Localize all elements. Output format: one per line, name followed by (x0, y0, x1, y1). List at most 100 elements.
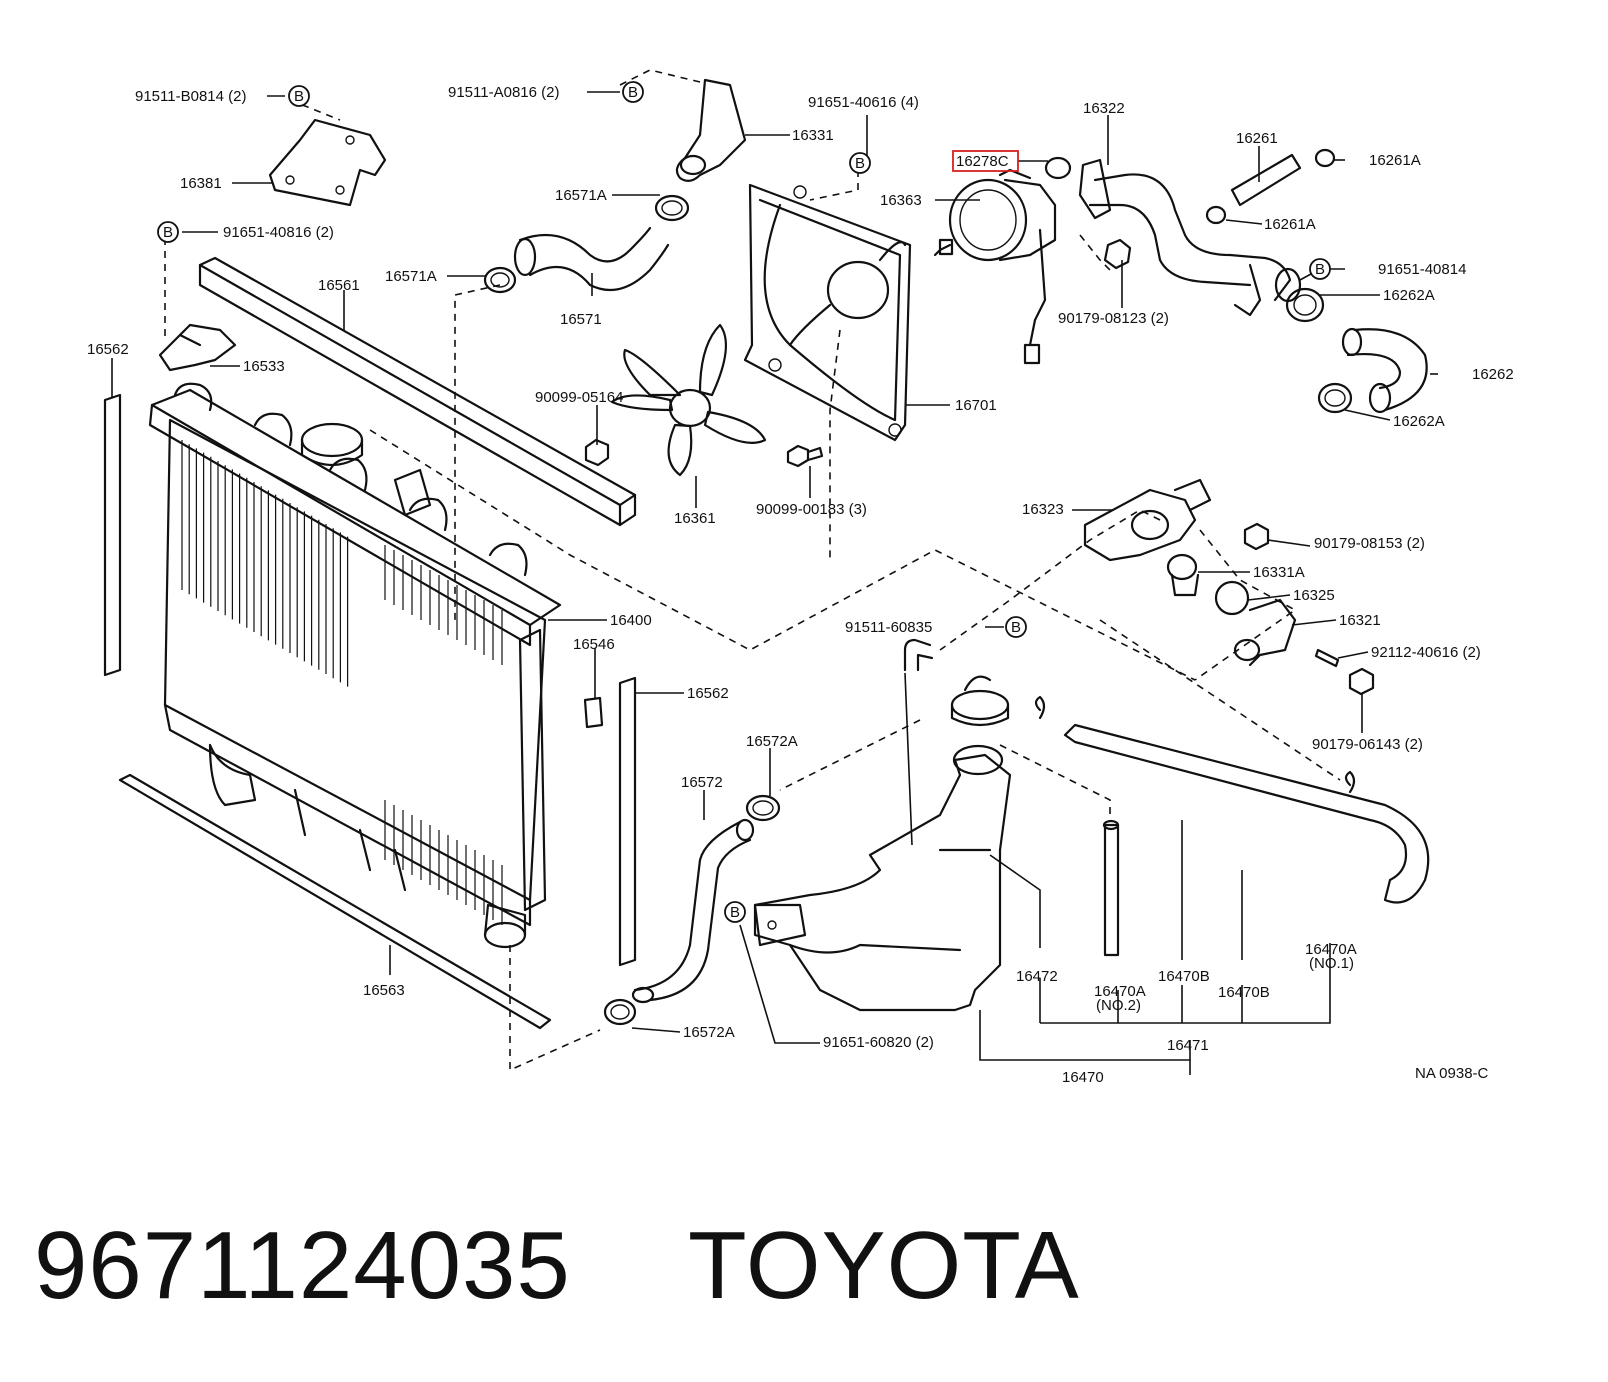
nut-90179-06143 (1348, 667, 1375, 696)
hose-16470A-no1 (1063, 723, 1430, 904)
b-marker: B (724, 901, 746, 923)
seal-16562-left (103, 393, 122, 677)
assembly-dashed-lines (164, 69, 1341, 1072)
clamp-16571A-upper (654, 194, 690, 222)
part-label: 16261A (1369, 152, 1421, 169)
b-marker: B (849, 152, 871, 174)
part-label: 16571A (555, 187, 607, 204)
hose-16262 (1341, 327, 1428, 414)
radiator-core-fins (181, 440, 503, 925)
part-label: 16572A (746, 733, 798, 750)
clamp-16261A-b (1205, 205, 1227, 225)
part-label: 90099-05164 (535, 389, 623, 406)
gasket-16325 (1214, 580, 1250, 616)
leader-lines (111, 91, 1438, 1075)
part-label: 16572A (683, 1024, 735, 1041)
fan-16361 (610, 323, 767, 477)
bolt-90099-00183 (786, 444, 824, 468)
part-label: 16331 (792, 127, 834, 144)
b-marker: B (288, 85, 310, 107)
svg-text:B: B (163, 224, 173, 241)
part-label: 16470A (1305, 941, 1357, 958)
part-label: 16325 (1293, 587, 1335, 604)
part-label: 16262 (1472, 366, 1514, 383)
svg-text:B: B (730, 904, 740, 921)
part-label: 16571A (385, 268, 437, 285)
ring-16278C (1044, 156, 1072, 180)
part-label: 16361 (674, 510, 716, 527)
part-label: 91511-60835 (845, 619, 932, 636)
part-label: 16331A (1253, 564, 1305, 581)
part-label: 91651-40616 (4) (808, 94, 919, 111)
clamp-16572A-upper (745, 794, 781, 822)
clamp-16262A-upper (1285, 287, 1325, 323)
part-label: 91511-A0816 (2) (448, 84, 559, 101)
part-number: 9671124035 (34, 1212, 571, 1319)
bolt-90179-08123 (1103, 238, 1132, 270)
part-label: 90179-06143 (2) (1312, 736, 1423, 753)
part-label: 16278C (956, 153, 1009, 170)
bracket-16381 (268, 118, 387, 207)
bracket-91651-60820 (753, 903, 807, 947)
hose-16571 (513, 226, 670, 292)
part-label: (NO.1) (1309, 955, 1354, 972)
nut-90099-05164 (584, 438, 610, 467)
outlet-16331 (675, 78, 747, 182)
thermostat-16331A (1166, 553, 1200, 597)
part-label: 90179-08153 (2) (1314, 535, 1425, 552)
part-label: 16321 (1339, 612, 1381, 629)
reservoir-tank (753, 744, 1012, 1012)
part-label: 16701 (955, 397, 997, 414)
part-label: 92112-40616 (2) (1371, 644, 1481, 661)
part-label: (NO.2) (1096, 997, 1141, 1014)
part-label: 91651-60820 (2) (823, 1034, 934, 1051)
seal-16562-right (618, 676, 637, 967)
hose-16572 (631, 818, 755, 1004)
part-label: 16262A (1383, 287, 1435, 304)
part-label: 91511-B0814 (2) (135, 88, 246, 105)
b-marker: B (622, 81, 644, 103)
part-label: 16470B (1218, 984, 1270, 1001)
part-label: 16546 (573, 636, 615, 653)
inlet-16321 (1233, 598, 1297, 667)
bracket-16533 (158, 323, 237, 372)
stud-92112-40616 (1314, 648, 1340, 668)
housing-16323 (1083, 478, 1212, 562)
hose-16470A-no2 (1102, 819, 1120, 957)
svg-text:B: B (628, 84, 638, 101)
small-clip-left (1034, 695, 1046, 720)
small-clip-right (1344, 770, 1356, 794)
fan-motor-16363 (933, 168, 1057, 365)
part-label: 16533 (243, 358, 285, 375)
part-label: 16261 (1236, 130, 1278, 147)
part-highlight-box (952, 150, 1019, 172)
part-label: 16572 (681, 774, 723, 791)
svg-text:B: B (855, 155, 865, 172)
clamp-16262A-lower (1317, 382, 1353, 414)
part-label: 16561 (318, 277, 360, 294)
part-label: 16363 (880, 192, 922, 209)
part-label: 16261A (1264, 216, 1316, 233)
svg-text:B: B (294, 88, 304, 105)
part-label: 16262A (1393, 413, 1445, 430)
part-label: 91651-40814 (1378, 261, 1466, 278)
b-marker-group: B B B B B B B (157, 81, 1331, 923)
part-label: 16381 (180, 175, 222, 192)
b-marker: B (1309, 258, 1331, 280)
svg-text:B: B (1315, 261, 1325, 278)
part-label: 16322 (1083, 100, 1125, 117)
water-pipe-16322 (1078, 158, 1302, 317)
part-label: 91651-40816 (2) (223, 224, 334, 241)
radiator-assembly (148, 382, 562, 949)
seal-16563 (118, 773, 552, 1030)
reservoir-cap (950, 675, 1010, 727)
b-marker: B (157, 221, 179, 243)
svg-text:B: B (1011, 619, 1021, 636)
clamp-16261A-a (1314, 148, 1336, 168)
part-labels: 91511-B0814 (2) 91511-A0816 (2) 91651-40… (87, 84, 1514, 1086)
hose-16261 (1230, 153, 1302, 207)
fan-shroud-16701 (743, 183, 912, 442)
part-label: 90179-08123 (2) (1058, 310, 1169, 327)
part-label: 16470A (1094, 983, 1146, 1000)
